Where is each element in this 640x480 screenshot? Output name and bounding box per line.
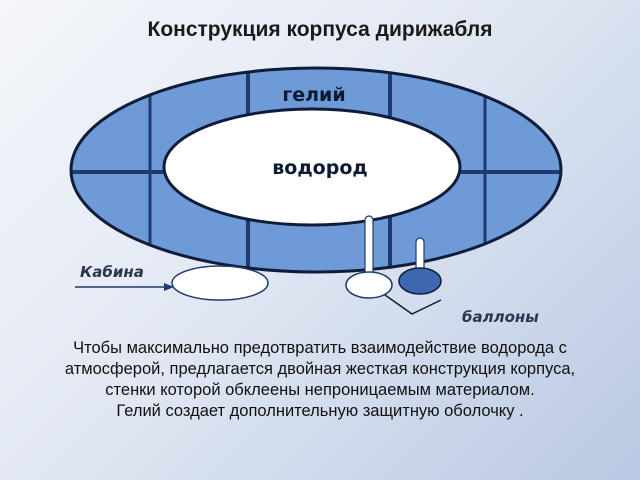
white-gas-cylinder xyxy=(345,271,393,299)
blue-gas-cylinder xyxy=(398,267,442,295)
description-caption: Чтобы максимально предотвратить взаимоде… xyxy=(20,338,620,422)
inner-hydrogen-envelope xyxy=(162,107,462,227)
caption-line: атмосферой, предлагается двойная жесткая… xyxy=(64,360,576,378)
white-cylinder-tube xyxy=(364,215,374,277)
outer-envelope-outline xyxy=(69,66,563,274)
helium-label: гелий xyxy=(282,84,345,106)
cabin-arrow-head xyxy=(164,283,174,291)
cabin xyxy=(171,265,269,301)
caption-line: Чтобы максимально предотвратить взаимоде… xyxy=(73,339,567,357)
caption-line: стенки которой обклеены непроницаемым ма… xyxy=(105,381,535,399)
slide-title: Конструкция корпуса дирижабля xyxy=(147,18,493,41)
caption-line: Гелий создает дополнительную защитную об… xyxy=(116,402,524,420)
cylinders-label: баллоны xyxy=(462,308,539,326)
cylinders-pointer xyxy=(384,294,442,315)
cabin-label: Кабина xyxy=(80,263,144,281)
hydrogen-label: водород xyxy=(272,157,367,179)
